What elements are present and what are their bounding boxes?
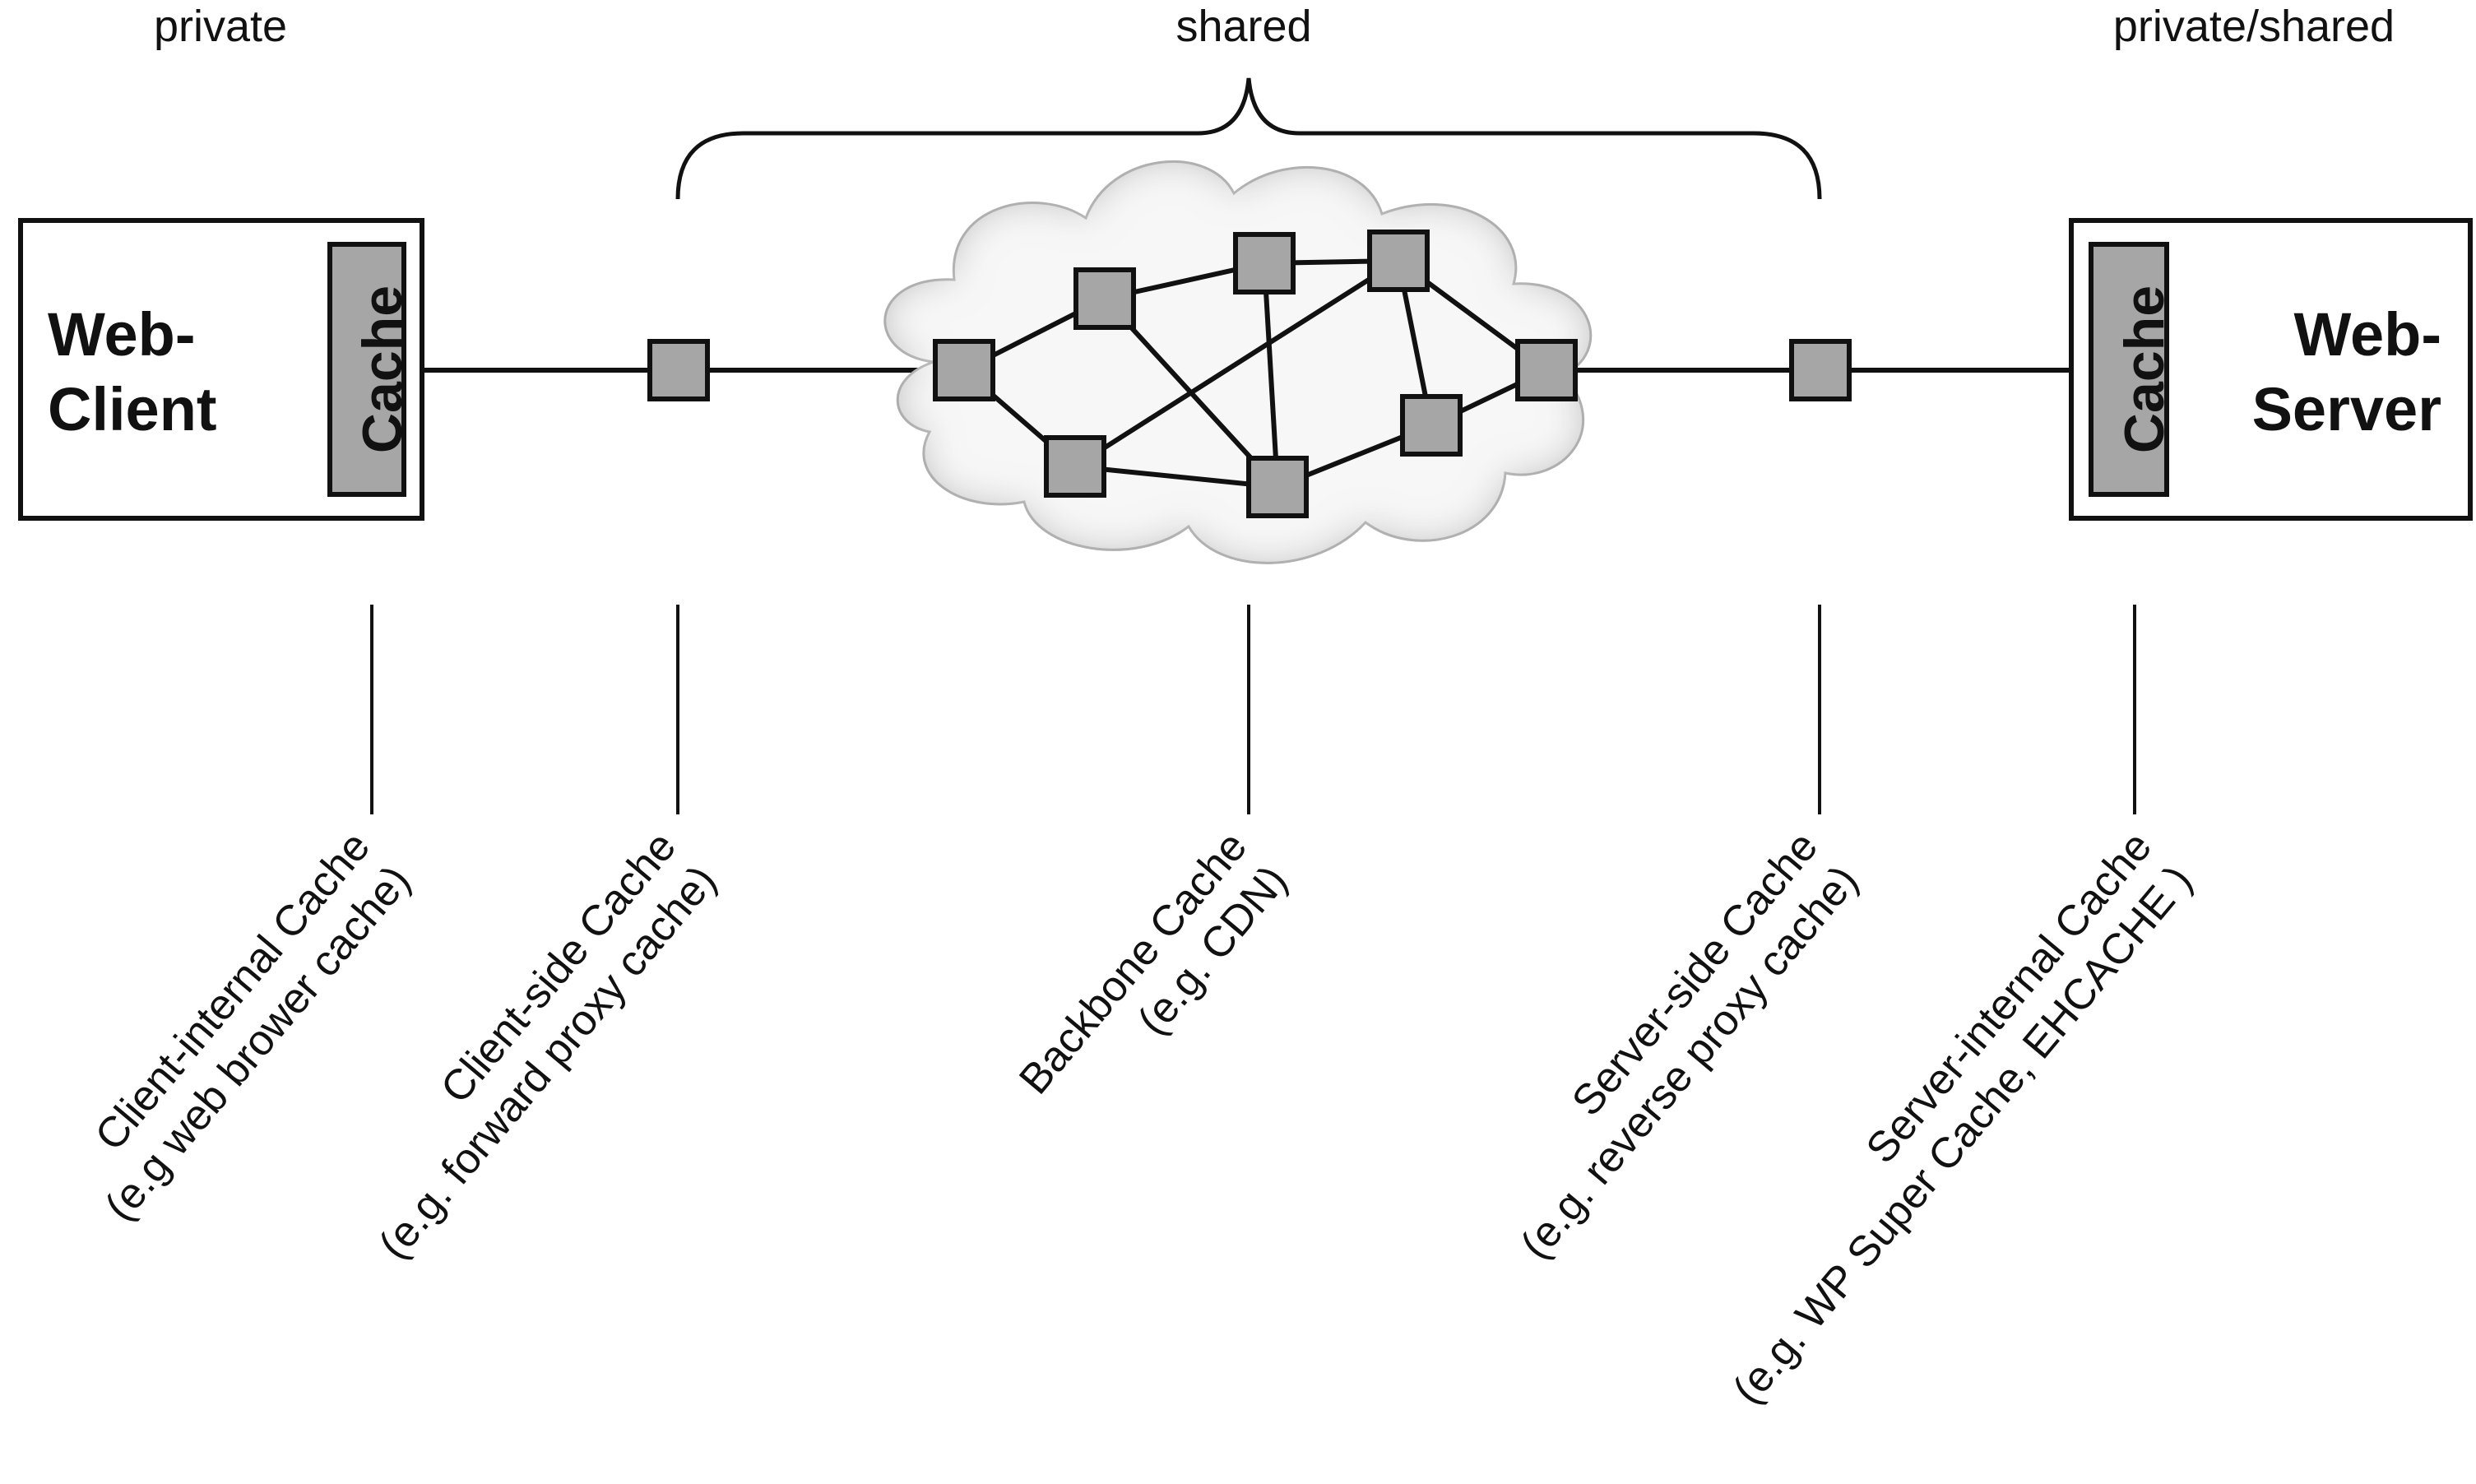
web-client-title-line2: Client [48, 375, 217, 443]
server-cache-label: Cache [2113, 285, 2176, 453]
cache-label-client-internal: Client-internal Cache (e.g web brower ca… [86, 823, 420, 1231]
label-client-side-line2: (e.g. forward proxy cache) [370, 857, 726, 1268]
cache-label-server-side: Server-side Cache (e.g. reverse proxy ca… [1512, 823, 1868, 1268]
label-server-internal-line1: Server-internal Cache [1857, 823, 2162, 1172]
scope-label-shared: shared [1175, 2, 1311, 51]
node-server-side-proxy [1789, 339, 1852, 401]
web-server-box: Cache Web- Server [2069, 218, 2473, 521]
label-client-internal-line2: (e.g web brower cache) [96, 857, 420, 1231]
web-server-title-line2: Server [2252, 375, 2441, 443]
leader-lines [370, 605, 2136, 814]
client-cache-label: Cache [351, 285, 414, 453]
node-client-side-proxy [647, 339, 710, 401]
web-server-title-line1: Web- [2293, 300, 2441, 369]
scope-label-private: private [154, 2, 287, 51]
scope-label-private-shared: private/shared [2113, 2, 2395, 51]
web-client-box: Web- Client Cache [18, 218, 424, 521]
node-backbone-d [1044, 435, 1106, 498]
cache-label-backbone: Backbone Cache (e.g. CDN) [1010, 823, 1296, 1103]
client-cache-block [327, 242, 406, 497]
node-backbone-exit [1515, 339, 1578, 401]
node-backbone-e [1246, 456, 1309, 518]
node-backbone-b [1233, 232, 1296, 294]
node-backbone-a [1073, 267, 1136, 330]
label-server-side-line2: (e.g. reverse proxy cache) [1512, 857, 1868, 1268]
network-nodes [647, 230, 1852, 518]
node-backbone-f [1400, 394, 1463, 457]
shared-brace [675, 77, 1822, 200]
web-client-title-line1: Web- [48, 300, 196, 369]
node-backbone-entry [933, 339, 995, 401]
node-backbone-c [1367, 230, 1430, 292]
server-cache-block [2089, 242, 2169, 497]
